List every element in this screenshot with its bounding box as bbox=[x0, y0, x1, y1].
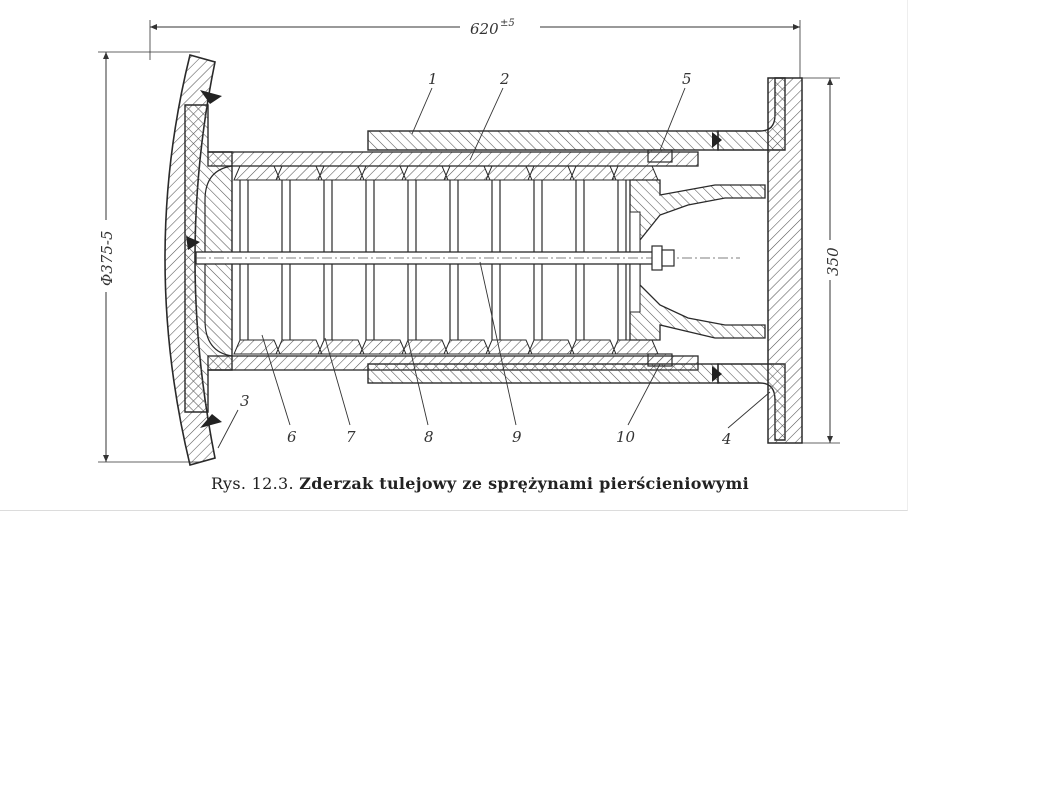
sleeve-buffer-drawing: 620 ±5 Φ375-5 350 bbox=[96, 14, 842, 466]
part-label-4: 4 bbox=[721, 430, 732, 448]
spring-ring bbox=[611, 165, 659, 181]
central-rod bbox=[195, 245, 740, 271]
part-label-7: 7 bbox=[346, 428, 356, 446]
drawing-sheet: 620 ±5 Φ375-5 350 bbox=[0, 0, 908, 511]
spring-ring bbox=[359, 339, 407, 355]
spring-ring bbox=[443, 165, 491, 181]
spring-ring bbox=[527, 339, 575, 355]
spring-ring bbox=[485, 165, 533, 181]
spring-ring bbox=[611, 339, 659, 355]
spring-ring bbox=[443, 339, 491, 355]
spring-ring bbox=[317, 339, 365, 355]
spring-ring bbox=[233, 339, 281, 355]
part-label-10: 10 bbox=[616, 428, 636, 446]
part-label-6: 6 bbox=[287, 428, 297, 446]
spring-ring bbox=[233, 165, 281, 181]
part-label-5: 5 bbox=[682, 70, 692, 88]
part-label-9: 9 bbox=[512, 428, 522, 446]
part-label-2: 2 bbox=[499, 70, 510, 88]
flange-height-label: 350 bbox=[824, 247, 842, 276]
ring-springs bbox=[233, 165, 659, 355]
spring-ring bbox=[275, 339, 323, 355]
spring-ring bbox=[569, 339, 617, 355]
part-label-3: 3 bbox=[240, 392, 250, 410]
flange-height-dimension: 350 bbox=[800, 77, 842, 444]
part-label-8: 8 bbox=[424, 428, 434, 446]
figure-caption: Rys. 12.3. Zderzak tulejowy ze sprężynam… bbox=[150, 474, 810, 493]
part-labels: 1 2 3 4 5 6 7 8 9 10 bbox=[217, 70, 771, 449]
spring-ring bbox=[317, 165, 365, 181]
figure-caption-label: Rys. 12.3. bbox=[210, 474, 294, 493]
spring-ring bbox=[275, 165, 323, 181]
diameter-dimension: Φ375-5 bbox=[96, 51, 200, 463]
length-dimension: 620 ±5 bbox=[149, 14, 801, 78]
spring-ring bbox=[359, 165, 407, 181]
spring-ring bbox=[485, 339, 533, 355]
spring-ring bbox=[401, 165, 449, 181]
part-label-1: 1 bbox=[428, 70, 438, 88]
overall-length-label: 620 bbox=[470, 20, 499, 38]
figure-caption-title: Zderzak tulejowy ze sprężynami pierścien… bbox=[299, 474, 749, 493]
overall-length-tolerance: ±5 bbox=[500, 18, 515, 29]
guide-rings bbox=[647, 149, 673, 367]
base-plate bbox=[767, 77, 803, 444]
spring-ring bbox=[527, 165, 575, 181]
plate-diameter-label: Φ375-5 bbox=[98, 230, 116, 286]
spring-ring bbox=[569, 165, 617, 181]
